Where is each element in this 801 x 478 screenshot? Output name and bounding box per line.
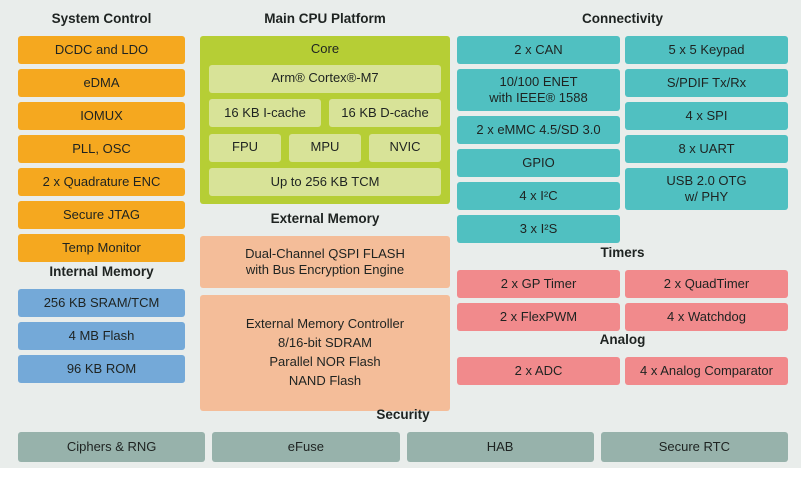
block-rom-96kb: 96 KB ROM — [18, 355, 185, 383]
section-connectivity: Connectivity 2 x CAN 10/100 ENET with IE… — [457, 10, 788, 243]
system-control-stack: DCDC and LDO eDMA IOMUX PLL, OSC 2 x Qua… — [18, 36, 185, 262]
block-watchdog: 4 x Watchdog — [625, 303, 788, 331]
section-main-cpu-platform: Main CPU Platform Core Arm® Cortex®-M7 1… — [200, 10, 450, 204]
block-analog-comparator: 4 x Analog Comparator — [625, 357, 788, 385]
section-system-control: System Control DCDC and LDO eDMA IOMUX P… — [18, 10, 185, 262]
main-cpu-platform-title: Main CPU Platform — [264, 11, 386, 26]
block-can: 2 x CAN — [457, 36, 620, 64]
block-cortex-m7: Arm® Cortex®-M7 — [209, 64, 441, 93]
block-quadtimer: 2 x QuadTimer — [625, 270, 788, 298]
block-dcache: 16 KB D-cache — [329, 99, 441, 127]
block-enet: 10/100 ENET with IEEE® 1588 — [457, 69, 620, 111]
core-container: Core Arm® Cortex®-M7 16 KB I-cache 16 KB… — [200, 36, 450, 204]
block-fpu: FPU — [209, 133, 281, 162]
block-i2s: 3 x I²S — [457, 215, 620, 243]
block-icache: 16 KB I-cache — [209, 99, 321, 127]
section-timers: Timers 2 x GP Timer 2 x QuadTimer 2 x Fl… — [457, 244, 788, 331]
core-label: Core — [310, 41, 340, 56]
block-gpio: GPIO — [457, 149, 620, 177]
timers-title: Timers — [600, 245, 645, 260]
system-control-title: System Control — [51, 11, 152, 26]
block-spi: 4 x SPI — [625, 102, 788, 130]
block-edma: eDMA — [18, 69, 185, 97]
analog-grid: 2 x ADC 4 x Analog Comparator — [457, 357, 788, 385]
block-ciphers-rng: Ciphers & RNG — [18, 432, 206, 462]
block-quadrature-enc: 2 x Quadrature ENC — [18, 168, 185, 196]
section-analog: Analog 2 x ADC 4 x Analog Comparator — [457, 331, 788, 385]
block-adc: 2 x ADC — [457, 357, 620, 385]
block-secure-jtag: Secure JTAG — [18, 201, 185, 229]
block-external-memory-controller: External Memory Controller 8/16-bit SDRA… — [200, 295, 450, 411]
block-flexpwm: 2 x FlexPWM — [457, 303, 620, 331]
block-hab: HAB — [406, 432, 594, 462]
section-security: Security Ciphers & RNG eFuse HAB Secure … — [18, 406, 788, 462]
block-pll-osc: PLL, OSC — [18, 135, 185, 163]
block-keypad: 5 x 5 Keypad — [625, 36, 788, 64]
block-iomux: IOMUX — [18, 102, 185, 130]
section-external-memory: External Memory Dual-Channel QSPI FLASH … — [200, 210, 450, 411]
block-efuse: eFuse — [212, 432, 400, 462]
security-title: Security — [376, 407, 430, 422]
external-memory-title: External Memory — [270, 211, 380, 226]
section-internal-memory: Internal Memory 256 KB SRAM/TCM 4 MB Fla… — [18, 263, 185, 383]
block-mpu: MPU — [289, 133, 361, 162]
internal-memory-stack: 256 KB SRAM/TCM 4 MB Flash 96 KB ROM — [18, 289, 185, 383]
block-secure-rtc: Secure RTC — [600, 432, 788, 462]
block-tcm: Up to 256 KB TCM — [209, 168, 441, 196]
block-qspi-flash: Dual-Channel QSPI FLASH with Bus Encrypt… — [200, 236, 450, 288]
block-emmc-sd: 2 x eMMC 4.5/SD 3.0 — [457, 116, 620, 144]
connectivity-columns: 2 x CAN 10/100 ENET with IEEE® 1588 2 x … — [457, 36, 788, 243]
security-row: Ciphers & RNG eFuse HAB Secure RTC — [18, 432, 788, 462]
connectivity-title: Connectivity — [581, 11, 663, 26]
block-dcdc-and-ldo: DCDC and LDO — [18, 36, 185, 64]
block-gp-timer: 2 x GP Timer — [457, 270, 620, 298]
cache-row: 16 KB I-cache 16 KB D-cache — [209, 99, 441, 127]
connectivity-right-column: 5 x 5 Keypad S/PDIF Tx/Rx 4 x SPI 8 x UA… — [625, 36, 788, 243]
connectivity-left-column: 2 x CAN 10/100 ENET with IEEE® 1588 2 x … — [457, 36, 620, 243]
block-sram-tcm: 256 KB SRAM/TCM — [18, 289, 185, 317]
block-temp-monitor: Temp Monitor — [18, 234, 185, 262]
timers-grid: 2 x GP Timer 2 x QuadTimer 2 x FlexPWM 4… — [457, 270, 788, 331]
internal-memory-title: Internal Memory — [49, 264, 154, 279]
block-usb-otg: USB 2.0 OTG w/ PHY — [625, 168, 788, 210]
block-nvic: NVIC — [369, 133, 441, 162]
block-uart: 8 x UART — [625, 135, 788, 163]
block-i2c: 4 x I²C — [457, 182, 620, 210]
block-flash-4mb: 4 MB Flash — [18, 322, 185, 350]
analog-title: Analog — [599, 332, 646, 347]
fpu-mpu-nvic-row: FPU MPU NVIC — [209, 133, 441, 162]
block-spdif: S/PDIF Tx/Rx — [625, 69, 788, 97]
soc-block-diagram: System Control DCDC and LDO eDMA IOMUX P… — [0, 0, 801, 468]
